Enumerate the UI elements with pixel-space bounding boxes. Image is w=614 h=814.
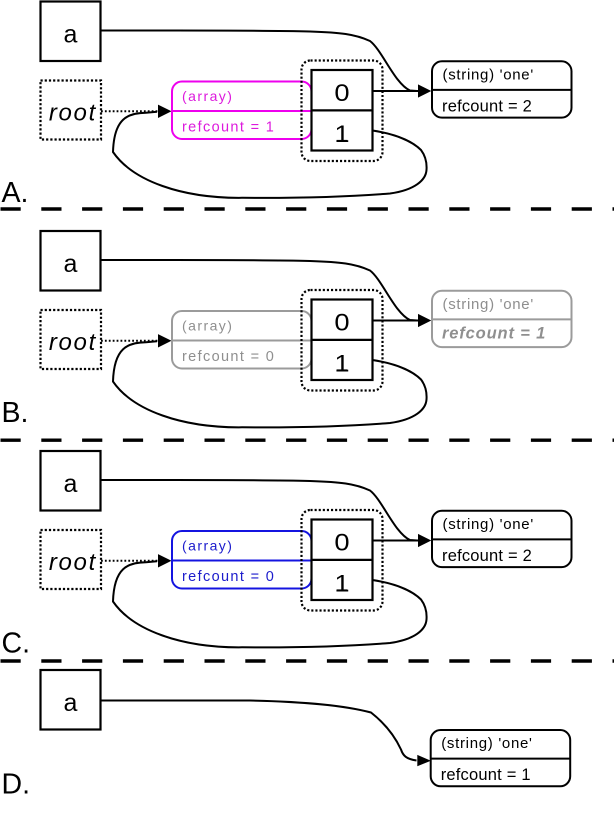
svg-text:refcount = 1: refcount = 1 [182,120,275,136]
svg-text:refcount = 1: refcount = 1 [442,324,546,342]
svg-text:root: root [49,100,97,127]
svg-text:refcount = 1: refcount = 1 [441,766,531,784]
svg-text:refcount = 2: refcount = 2 [442,547,532,565]
svg-text:refcount = 2: refcount = 2 [442,97,532,115]
svg-text:a: a [64,250,78,278]
svg-text:1: 1 [334,351,349,378]
svg-text:(string) 'one': (string) 'one' [443,67,534,84]
svg-text:root: root [49,329,97,356]
svg-text:0: 0 [334,80,349,107]
svg-text:(string) 'one': (string) 'one' [443,296,534,313]
svg-text:refcount = 0: refcount = 0 [182,569,275,585]
svg-text:a: a [64,21,78,49]
svg-text:D.: D. [2,769,31,801]
svg-text:0: 0 [334,530,349,557]
svg-text:a: a [64,689,78,717]
svg-text:(string) 'one': (string) 'one' [443,516,534,533]
svg-text:root: root [49,549,97,576]
svg-text:0: 0 [334,310,349,337]
svg-text:(array): (array) [182,317,233,333]
svg-text:A.: A. [2,177,29,209]
svg-text:(array): (array) [182,537,233,553]
svg-text:refcount = 0: refcount = 0 [182,349,275,365]
svg-text:1: 1 [334,121,349,148]
svg-text:(array): (array) [182,88,233,104]
svg-text:C.: C. [2,628,31,660]
svg-text:a: a [64,470,78,498]
svg-text:1: 1 [334,571,349,598]
svg-text:(string) 'one': (string) 'one' [441,735,532,752]
svg-text:B.: B. [2,397,29,429]
